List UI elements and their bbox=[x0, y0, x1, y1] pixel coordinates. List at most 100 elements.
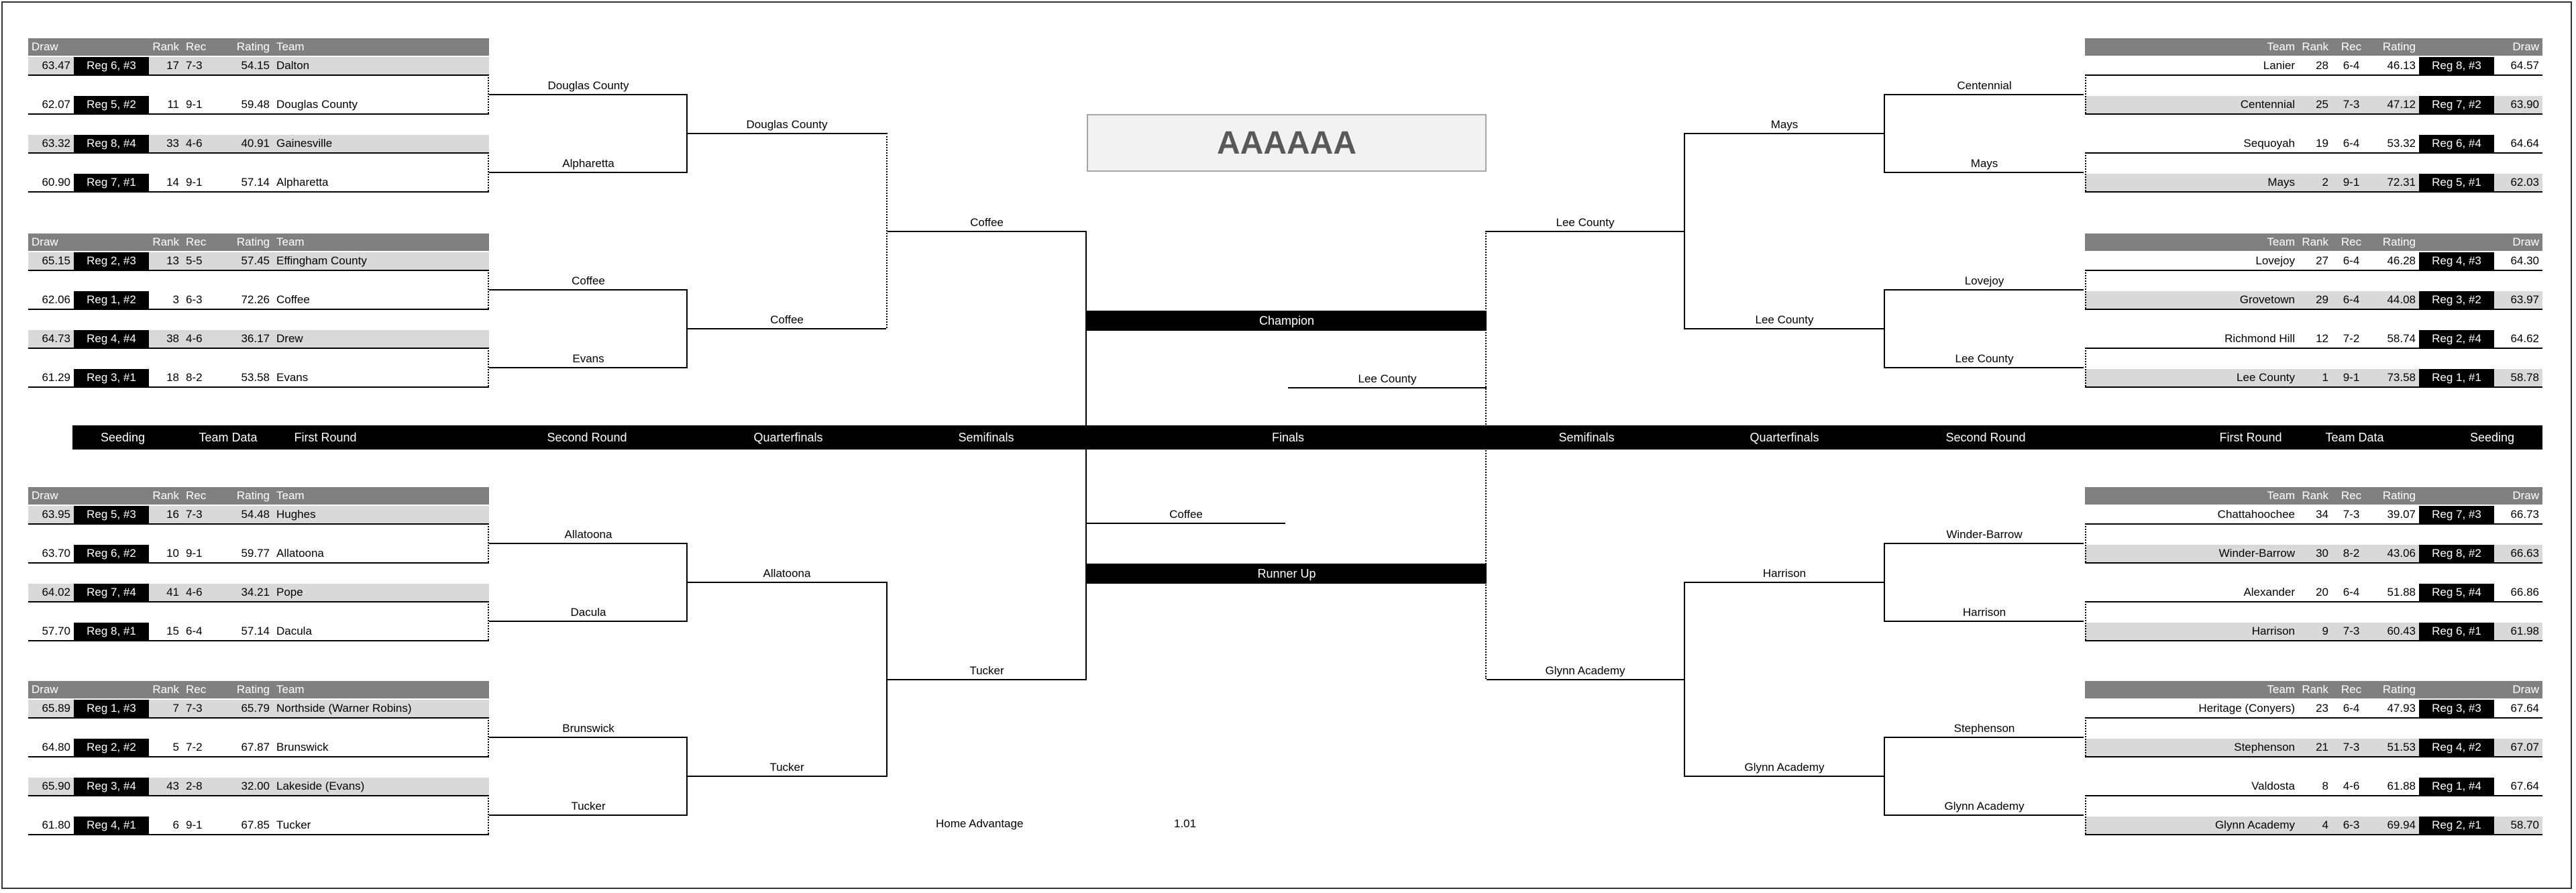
quarterfinal-winner[interactable]: Harrison bbox=[1762, 567, 1807, 580]
team-name[interactable]: Lakeside (Evans) bbox=[276, 780, 365, 792]
quarterfinal-winner[interactable]: Tucker bbox=[769, 761, 804, 774]
team-name[interactable]: Coffee bbox=[276, 293, 310, 306]
semifinal-winner[interactable]: Lee County bbox=[1556, 216, 1615, 229]
team-name[interactable]: Valdosta bbox=[2251, 780, 2295, 792]
quarterfinal-winner[interactable]: Glynn Academy bbox=[1744, 761, 1825, 774]
second-round-winner[interactable]: Douglas County bbox=[547, 79, 629, 92]
second-round-winner[interactable]: Stephenson bbox=[1953, 722, 2015, 735]
second-round-winner[interactable]: Harrison bbox=[1962, 606, 2006, 619]
rating-value: 73.58 bbox=[2387, 371, 2416, 384]
team-name[interactable]: Evans bbox=[276, 371, 309, 384]
team-name[interactable]: Sequoyah bbox=[2243, 137, 2295, 150]
header-team: Team bbox=[2267, 683, 2295, 696]
team-name[interactable]: Lovejoy bbox=[2255, 254, 2295, 267]
title-box[interactable]: AAAAAA bbox=[1087, 114, 1487, 172]
team-name[interactable]: Richmond Hill bbox=[2224, 332, 2295, 345]
team-name[interactable]: Grovetown bbox=[2239, 293, 2295, 306]
team-name[interactable]: Chattahoochee bbox=[2217, 508, 2295, 521]
team-name[interactable]: Drew bbox=[276, 332, 303, 345]
team-name[interactable]: Brunswick bbox=[276, 741, 329, 753]
team-name[interactable]: Douglas County bbox=[276, 98, 358, 111]
team-name[interactable]: Dacula bbox=[276, 625, 312, 637]
team-name[interactable]: Glynn Academy bbox=[2214, 819, 2295, 831]
quarterfinal-winner[interactable]: Lee County bbox=[1755, 313, 1814, 326]
second-round-winner[interactable]: Centennial bbox=[1957, 79, 2012, 92]
quarterfinal-line bbox=[688, 776, 886, 777]
second-round-winner[interactable]: Tucker bbox=[571, 800, 606, 812]
team-name[interactable]: Gainesville bbox=[276, 137, 333, 150]
team-name[interactable]: Dalton bbox=[276, 59, 310, 72]
team-name[interactable]: Heritage (Conyers) bbox=[2198, 702, 2295, 715]
second-round-winner[interactable]: Glynn Academy bbox=[1944, 800, 2025, 812]
team-name[interactable]: Lee County bbox=[2237, 371, 2295, 384]
team-name[interactable]: Tucker bbox=[276, 819, 311, 831]
team-name[interactable]: Centennial bbox=[2240, 98, 2295, 111]
semifinal-winner[interactable]: Coffee bbox=[970, 216, 1004, 229]
team-name[interactable]: Allatoona bbox=[276, 547, 324, 560]
second-round-winner[interactable]: Mays bbox=[1970, 157, 1998, 170]
second-round-line bbox=[1885, 815, 2084, 816]
seed-badge: Reg 3, #1 bbox=[74, 369, 149, 386]
semifinal-winner[interactable]: Glynn Academy bbox=[1545, 664, 1625, 677]
second-round-winner[interactable]: Alpharetta bbox=[562, 157, 614, 170]
team-name[interactable]: Hughes bbox=[276, 508, 316, 521]
team-name[interactable]: Stephenson bbox=[2234, 741, 2295, 753]
second-round-winner[interactable]: Evans bbox=[572, 352, 604, 365]
second-round-winner[interactable]: Dacula bbox=[570, 606, 606, 619]
team-name[interactable]: Winder-Barrow bbox=[2218, 547, 2295, 560]
team-name[interactable]: Pope bbox=[276, 586, 303, 598]
team-name[interactable]: Northside (Warner Robins) bbox=[276, 702, 412, 715]
second-round-winner[interactable]: Lee County bbox=[1955, 352, 2014, 365]
semifinal-winner[interactable]: Tucker bbox=[969, 664, 1004, 677]
team-name[interactable]: Harrison bbox=[2251, 625, 2295, 637]
round-label-second-round-right: Second Round bbox=[1945, 431, 2026, 444]
team-name[interactable]: Alexander bbox=[2243, 586, 2295, 598]
team-name[interactable]: Mays bbox=[2267, 176, 2295, 189]
second-round-winner[interactable]: Winder-Barrow bbox=[1946, 528, 2023, 541]
quarterfinal-winner[interactable]: Allatoona bbox=[763, 567, 811, 580]
second-round-winner[interactable]: Coffee bbox=[572, 274, 605, 287]
second-round-winner[interactable]: Brunswick bbox=[562, 722, 614, 735]
quarterfinal-winner[interactable]: Coffee bbox=[770, 313, 804, 326]
team-name[interactable]: Lanier bbox=[2263, 59, 2295, 72]
runner-up-name: Coffee bbox=[1169, 508, 1203, 521]
team-name[interactable]: Alpharetta bbox=[276, 176, 329, 189]
second-round-winner[interactable]: Allatoona bbox=[564, 528, 612, 541]
second-round-winner[interactable]: Lovejoy bbox=[1964, 274, 2004, 287]
quarterfinal-winner[interactable]: Mays bbox=[1770, 118, 1799, 131]
quarterfinal-winner[interactable]: Douglas County bbox=[746, 118, 828, 131]
team-name[interactable]: Effingham County bbox=[276, 254, 367, 267]
